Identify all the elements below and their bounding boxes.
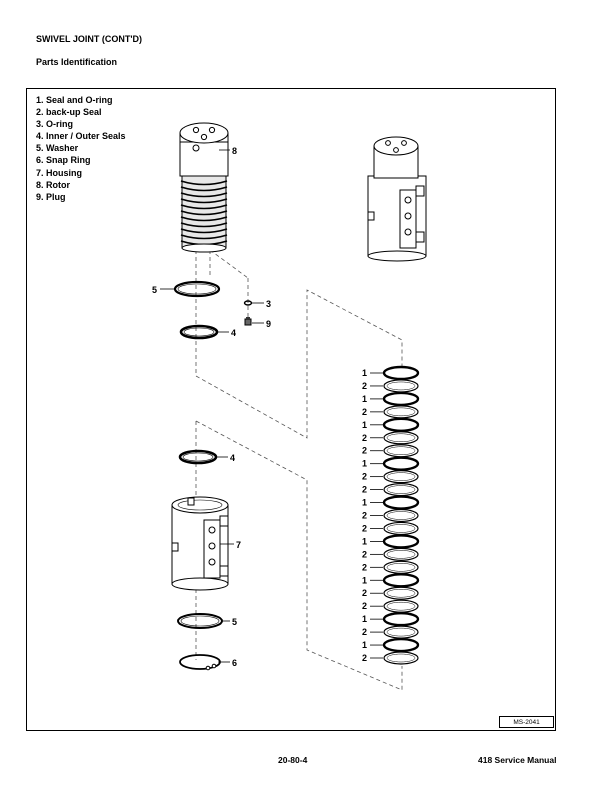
- backup-seal-ring: [383, 470, 419, 484]
- legend-item: 3. O-ring: [36, 119, 74, 130]
- stack-callout: 1: [362, 368, 367, 378]
- callout-plug: 9: [266, 319, 271, 329]
- figure-id-box: MS-2041: [499, 716, 554, 728]
- manual-title: 418 Service Manual: [478, 755, 557, 765]
- stack-callout: 2: [362, 653, 367, 663]
- rotor-part: [179, 122, 229, 253]
- stack-callout: 1: [362, 614, 367, 624]
- stack-callout: 2: [362, 472, 367, 482]
- page-number: 20-80-4: [278, 755, 308, 765]
- oring-small: [243, 300, 253, 306]
- seal-oring-ring: [382, 573, 420, 588]
- callout-snap-ring: 6: [232, 658, 237, 668]
- stack-callout: 2: [362, 407, 367, 417]
- seal-oring-ring: [382, 365, 420, 381]
- stack-callout: 1: [362, 420, 367, 430]
- assembly-guide-lines: [195, 249, 403, 691]
- snap-ring: [179, 654, 221, 671]
- stack-callout: 2: [362, 485, 367, 495]
- backup-seal-inner: [386, 601, 416, 611]
- page-title: SWIVEL JOINT (CONT'D): [36, 34, 142, 44]
- backup-seal-inner: [386, 627, 416, 637]
- legend-item: 7. Housing: [36, 167, 83, 178]
- stack-callout: 2: [362, 562, 367, 572]
- stack-callout: 1: [362, 459, 367, 469]
- stack-callout: 2: [362, 601, 367, 611]
- backup-seal-ring: [383, 547, 419, 561]
- stack-callout: 2: [362, 433, 367, 443]
- seal-oring-ring: [382, 637, 420, 653]
- seal-lower: [178, 449, 218, 465]
- legend-item: 9. Plug: [36, 191, 66, 202]
- callout-washer-top: 5: [152, 285, 157, 295]
- stack-callout: 2: [362, 446, 367, 456]
- backup-seal-inner: [386, 588, 416, 598]
- seal-oring-ring: [382, 534, 420, 549]
- backup-seal-inner: [386, 381, 416, 391]
- callout-washer-lower: 5: [232, 617, 237, 627]
- backup-seal-inner: [386, 524, 416, 533]
- backup-seal-inner: [386, 446, 416, 455]
- seal-oring-ring: [382, 417, 420, 433]
- legend-item: 1. Seal and O-ring: [36, 95, 113, 105]
- backup-seal-ring: [383, 651, 419, 665]
- washer-top: [173, 280, 221, 298]
- callout-leaders: [160, 149, 264, 663]
- washer-lower: [177, 613, 223, 629]
- stack-callout: 2: [362, 381, 367, 391]
- stack-callout: 2: [362, 523, 367, 533]
- stack-callout: 1: [362, 640, 367, 650]
- seal-oring-ring: [382, 611, 420, 627]
- stack-callout: 1: [362, 575, 367, 585]
- seal-oring-ring: [382, 456, 420, 471]
- backup-seal-inner: [386, 407, 416, 417]
- seal-stack: 1 2 1 2 1 2 2 1 2 2 1 2 2 1 2 2 1 2 2 1 2 1 2: [362, 365, 420, 665]
- plug-part: [244, 317, 252, 326]
- housing-part: [171, 496, 229, 591]
- legend-item: 8. Rotor: [36, 179, 71, 190]
- legend-item: 2. back-up Seal: [36, 107, 102, 118]
- seal-oring-ring: [382, 495, 420, 510]
- legend-item: 6. Snap Ring: [36, 155, 91, 166]
- seal-top: [179, 324, 219, 340]
- stack-callout: 2: [362, 627, 367, 637]
- callout-housing: 7: [236, 540, 241, 550]
- legend-item: 4. Inner / Outer Seals: [36, 131, 126, 142]
- stack-callout: 2: [362, 588, 367, 598]
- backup-seal-inner: [386, 511, 416, 520]
- legend-item: 5. Washer: [36, 143, 79, 154]
- backup-seal-inner: [386, 433, 416, 443]
- backup-seal-inner: [386, 653, 416, 663]
- backup-seal-inner: [386, 472, 416, 481]
- figure-frame: [26, 88, 556, 731]
- callout-oring: 3: [266, 299, 271, 309]
- backup-seal-inner: [386, 550, 416, 559]
- stack-callout: 1: [362, 536, 367, 546]
- stack-callout: 2: [362, 511, 367, 521]
- assembled-swivel: [367, 136, 427, 262]
- backup-seal-ring: [383, 431, 419, 445]
- callout-seal-top: 4: [231, 328, 236, 338]
- stack-callout: 1: [362, 394, 367, 404]
- callout-rotor: 8: [232, 146, 237, 156]
- backup-seal-ring: [383, 508, 419, 523]
- parts-legend: 1. Seal and O-ring 2. back-up Seal 3. O-…: [36, 94, 126, 203]
- backup-seal-inner: [386, 485, 416, 494]
- section-subtitle: Parts Identification: [36, 57, 118, 67]
- seal-oring-ring: [382, 391, 420, 407]
- stack-callout: 1: [362, 498, 367, 508]
- callout-seal-lower: 4: [230, 453, 235, 463]
- backup-seal-inner: [386, 563, 416, 572]
- stack-callout: 2: [362, 549, 367, 559]
- backup-seal-ring: [383, 586, 419, 600]
